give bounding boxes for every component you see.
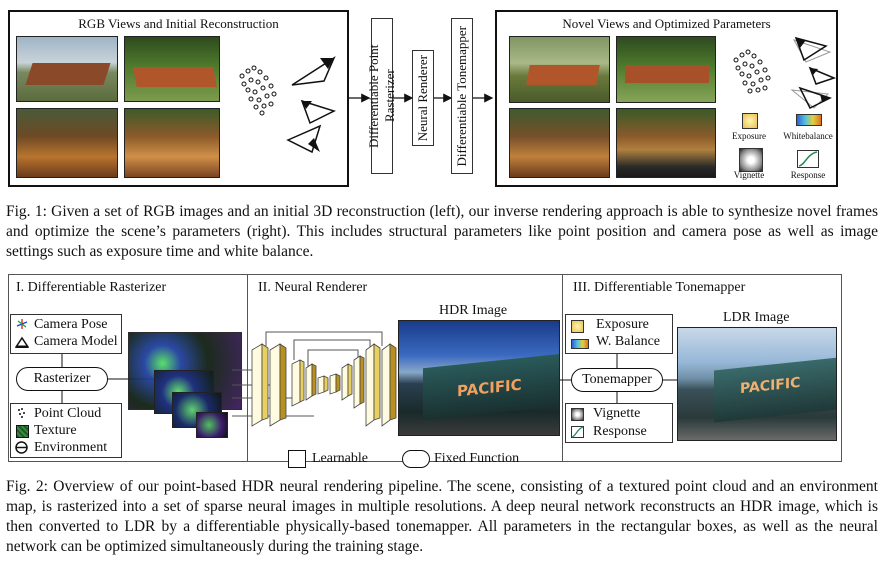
rasterizer-node: Rasterizer — [16, 367, 108, 391]
fig1-arrows — [349, 93, 494, 103]
camera-frustum-icon — [300, 99, 336, 125]
vignette-icon — [571, 408, 584, 421]
camera-frustum-icon — [792, 36, 832, 63]
param-label-whitebalance: Whitebalance — [783, 131, 833, 141]
stage-point-rasterizer-label: Differentiable Point Rasterizer — [366, 44, 397, 148]
novel-view-3 — [509, 108, 610, 178]
exposure-label: Exposure — [596, 317, 649, 332]
vignette-icon — [739, 148, 763, 172]
camera-model-icon — [15, 336, 29, 348]
stage-neural-renderer: Neural Renderer — [412, 50, 434, 146]
legend-learnable-label: Learnable — [312, 451, 368, 466]
legend-fixed-swatch — [402, 450, 430, 468]
response-curve-icon — [797, 150, 819, 168]
exposure-icon — [571, 320, 584, 333]
camera-frustum-icon — [808, 66, 836, 85]
whitebalance-icon — [571, 339, 589, 349]
rgb-view-1 — [16, 36, 118, 102]
stage-point-rasterizer: Differentiable Point Rasterizer — [366, 18, 397, 174]
camera-model-label: Camera Model — [34, 334, 118, 349]
section1-title: I. Differentiable Rasterizer — [16, 280, 167, 295]
response-curve-icon — [571, 426, 584, 438]
optimized-point-cloud — [733, 49, 771, 94]
hdr-image-label: HDR Image — [439, 303, 508, 318]
tonemapper-node: Tonemapper — [571, 368, 663, 392]
neural-image-level-3 — [196, 412, 228, 438]
section2-title: II. Neural Renderer — [258, 280, 368, 295]
unet-network — [232, 331, 397, 427]
point-cloud-icon — [18, 408, 25, 418]
response-label: Response — [593, 424, 647, 439]
camera-pose-label: Camera Pose — [34, 317, 108, 332]
novel-view-4 — [616, 108, 716, 178]
ldr-image-label: LDR Image — [723, 310, 790, 325]
environment-label: Environment — [34, 440, 108, 455]
legend-learnable-swatch — [288, 450, 306, 468]
initial-point-cloud — [239, 65, 277, 116]
legend-fixed-label: Fixed Function — [434, 451, 520, 466]
rgb-view-2 — [124, 36, 220, 102]
texture-icon — [16, 425, 29, 438]
hdr-image: PACIFIC — [398, 320, 560, 436]
camera-frustum-icon — [286, 124, 322, 154]
vignette-label: Vignette — [593, 406, 641, 421]
param-label-exposure: Exposure — [732, 131, 766, 141]
novel-view-2 — [616, 36, 716, 103]
environment-icon — [15, 441, 28, 454]
tonemapper-connectors — [560, 354, 677, 403]
stage-tonemapper-label: Differentiable Tonemapper — [454, 25, 469, 167]
ldr-image: PACIFIC — [677, 327, 837, 441]
texture-label: Texture — [34, 423, 77, 438]
fig1-caption: Fig. 1: Given a set of RGB images and an… — [6, 203, 878, 260]
camera-pose-icon — [16, 319, 28, 329]
camera-frustum-icon — [790, 86, 832, 110]
point-cloud-label: Point Cloud — [34, 406, 102, 421]
section3-title: III. Differentiable Tonemapper — [573, 280, 746, 295]
stage-tonemapper: Differentiable Tonemapper — [451, 18, 473, 174]
whitebalance-icon — [796, 114, 822, 126]
section-divider — [247, 274, 248, 462]
fig1-left-title: RGB Views and Initial Reconstruction — [78, 16, 279, 31]
fig1-right-title: Novel Views and Optimized Parameters — [562, 16, 771, 31]
camera-frustum-icon — [291, 56, 336, 86]
exposure-icon — [742, 113, 758, 129]
novel-view-1 — [509, 36, 610, 103]
stage-neural-renderer-label: Neural Renderer — [415, 54, 430, 142]
section-divider — [562, 274, 563, 462]
rgb-view-3 — [16, 108, 118, 178]
param-label-vignette: Vignette — [733, 170, 765, 180]
param-label-response: Response — [790, 170, 826, 180]
white-balance-label: W. Balance — [596, 334, 661, 349]
rgb-view-4 — [124, 108, 220, 178]
fig2-caption: Fig. 2: Overview of our point-based HDR … — [6, 478, 878, 555]
